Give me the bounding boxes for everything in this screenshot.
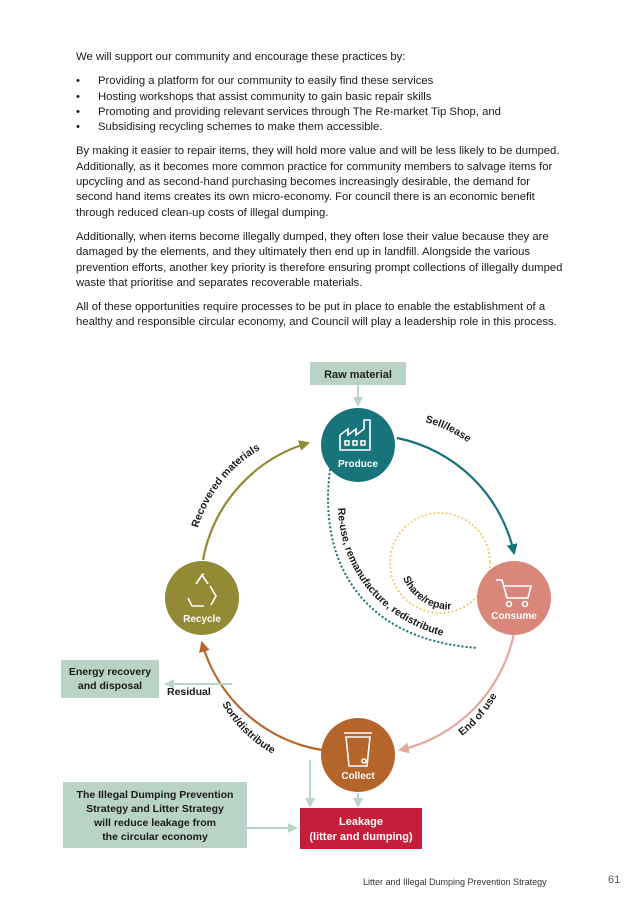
produce-label: Produce [338,459,378,470]
list-item: Hosting workshops that assist community … [76,90,566,106]
bin-icon [344,732,372,767]
produce-node [321,408,395,482]
raw-material-label: Raw material [324,369,392,381]
raw-material-box [310,362,406,385]
collect-node [321,718,395,792]
factory-icon [339,419,371,451]
end-of-use-label: End of use [456,691,499,739]
list-item: Promoting and providing relevant service… [76,105,566,121]
paragraph-circular: All of these opportunities require proce… [76,301,557,329]
reuse-label: Re-use, remanufacture, redistribute [335,507,445,638]
consume-label: Consume [491,611,537,622]
sort-distribute-arrow [199,640,323,752]
residual-label: Residual [167,686,211,698]
shopping-cart-icon [496,579,533,608]
leakage-box [300,808,422,849]
recovered-materials-arrow [201,440,311,561]
strategy-label-line2: Strategy and Litter Strategy [86,803,224,815]
share-repair-label: Share/repair [400,574,451,612]
strategy-label-line4: the circular economy [102,831,208,843]
leakage-label-line1: Leakage [339,816,383,828]
energy-recovery-label-line1: Energy recovery [69,666,151,678]
strategy-label-line1: The Illegal Dumping Prevention [77,789,234,801]
sort-distribute-label: Sort/distribute [219,699,277,756]
intro-paragraph: We will support our community and encour… [76,51,406,63]
share-repair-dotted-circle [389,512,491,614]
paragraph-dumped: Additionally, when items become illegall… [76,230,563,289]
paragraph-repair: By making it easier to repair items, the… [76,145,560,219]
recycle-node [165,561,239,635]
practices-list: Providing a platform for our community t… [76,74,566,135]
energy-recovery-label-line2: and disposal [78,680,142,692]
end-of-use-arrow [397,632,516,754]
recycle-icon [187,573,217,607]
leakage-label-line2: (litter and dumping) [309,831,413,843]
body-text: We will support our community and encour… [76,50,566,340]
list-item: Subsidising recycling schemes to make th… [76,120,566,136]
sell-lease-label: Sell/lease [424,413,473,445]
strategy-label-line3: will reduce leakage from [93,817,216,829]
recovered-materials-label: Recovered materials [189,441,262,528]
page-number: 61 [608,874,621,886]
energy-recovery-box [61,660,159,698]
list-item: Providing a platform for our community t… [76,74,566,90]
strategy-box [63,782,247,848]
collect-label: Collect [341,771,375,782]
footer-title: Litter and Illegal Dumping Prevention St… [363,877,547,887]
sell-lease-arrow [396,436,518,556]
recycle-label: Recycle [183,614,221,625]
